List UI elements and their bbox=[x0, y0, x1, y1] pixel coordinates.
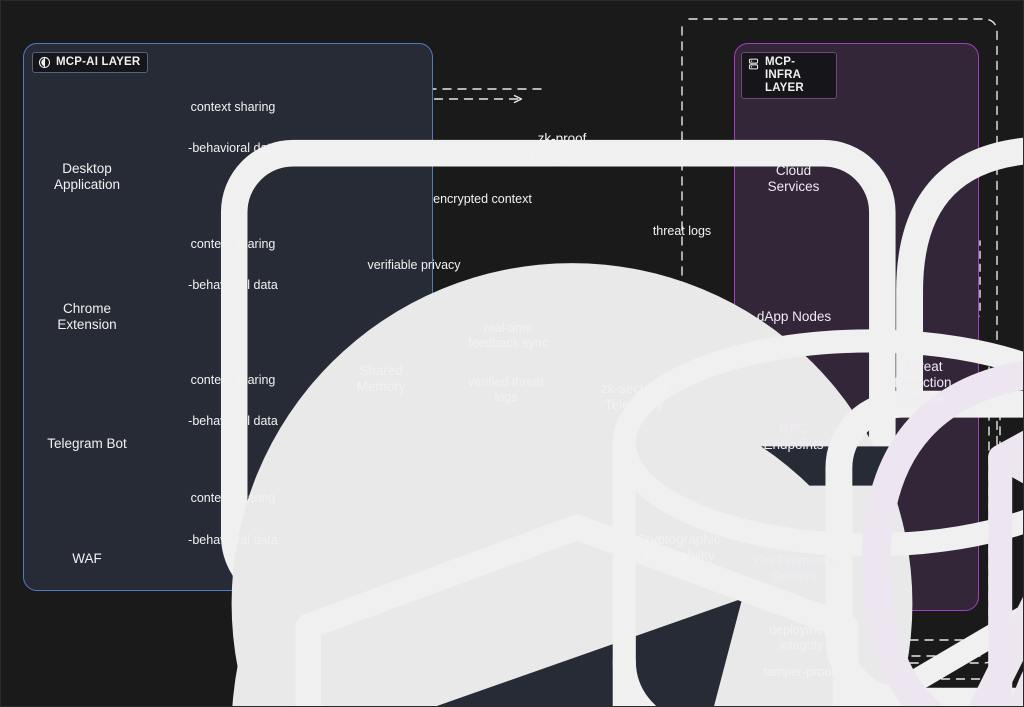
edge-label-behavioral-data-1: -behavioral data bbox=[188, 141, 278, 155]
server-stack-icon bbox=[748, 58, 759, 70]
edge-label-behavioral-data-4: -behavioral data bbox=[188, 533, 278, 547]
edge-label-tamper-proof: tamper-proof- bbox=[763, 665, 839, 679]
edge-label-context-sharing-4: context sharing bbox=[190, 491, 276, 505]
edge-label-deployment-integrity: deployment integrity bbox=[769, 623, 834, 652]
mcp-ai-layer-badge-label: MCP-AI LAYER bbox=[56, 56, 141, 68]
edge-label-verified-threat-logs: verified threat logs bbox=[468, 375, 544, 404]
edge-label-context-sharing-2: context sharing bbox=[190, 237, 276, 251]
edge-label-context-sharing-3: context sharing bbox=[190, 373, 276, 387]
edge-label-encrypted-context: encrypted context bbox=[433, 192, 532, 206]
edge-label-behavioral-data-3: -behavioral data bbox=[188, 414, 278, 428]
edge-label-realtime-feedback-sync: real-time feedback sync bbox=[468, 321, 548, 350]
edge-label-threat-logs: threat logs bbox=[652, 224, 712, 238]
cube-icon bbox=[988, 430, 1023, 706]
brain-icon bbox=[38, 56, 51, 69]
edge-label-context-sharing-1: context sharing bbox=[190, 100, 276, 114]
mcp-infra-layer-badge: MCP-INFRA LAYER bbox=[741, 52, 837, 99]
edge-label-behavioral-data-2: -behavioral data bbox=[188, 278, 278, 292]
telegram-icon bbox=[232, 389, 912, 706]
lock-icon bbox=[825, 137, 1023, 706]
activity-pulse-icon bbox=[894, 306, 1024, 707]
mcp-ai-layer-badge: MCP-AI LAYER bbox=[32, 52, 149, 73]
edge-label-verifiable-privacy: verifiable privacy bbox=[367, 258, 461, 272]
mcp-infra-layer-badge-label: MCP-INFRA LAYER bbox=[765, 56, 804, 94]
cloud-icon bbox=[861, 360, 1023, 706]
